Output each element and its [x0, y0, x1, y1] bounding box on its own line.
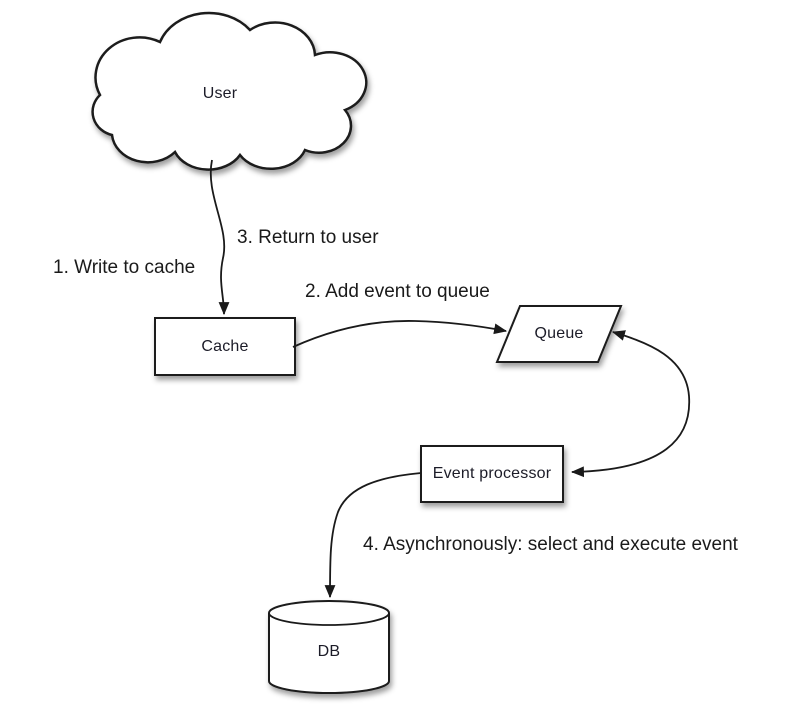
user-cloud-shape — [91, 11, 368, 171]
event-processor-node-label: Event processor — [432, 465, 552, 482]
annotation-step1-write-to-cache: 1. Write to cache — [53, 257, 196, 278]
annotation-step2-add-event-to-queue: 2. Add event to queue — [305, 281, 490, 302]
cache-node-label: Cache — [201, 338, 249, 355]
annotation-step3-return-to-user: 3. Return to user — [237, 227, 379, 248]
db-cylinder-rim — [268, 612, 390, 626]
annotation-step4-asynchronously-select-execute: 4. Asynchronously: select and execute ev… — [363, 534, 738, 555]
arrow-user-to-cache — [209, 159, 230, 316]
arrow-queue-event-processor — [570, 330, 691, 478]
queue-node-label: Queue — [534, 325, 584, 342]
arrow-cache-to-queue — [292, 320, 508, 348]
event-processor-box-shape — [420, 445, 564, 503]
user-node-label: User — [202, 85, 238, 102]
arrow-event-processor-to-db — [324, 472, 422, 599]
db-node-label: DB — [317, 643, 341, 660]
